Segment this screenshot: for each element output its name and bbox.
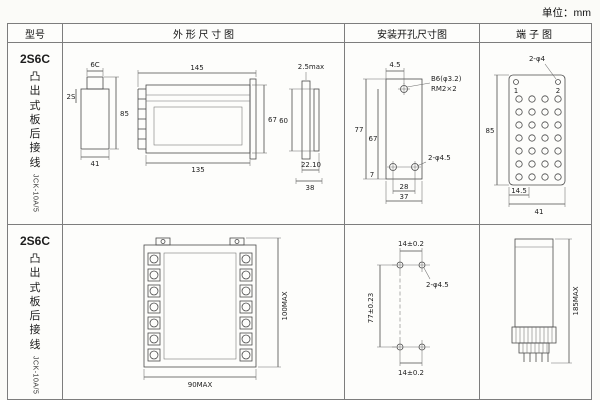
model-description: 凸出式板后接线 xyxy=(29,253,41,351)
cell-row1-terminal: 2-φ4 1 2 85 14.5 41 xyxy=(479,42,592,225)
col-header-outline: 外 形 尺 寸 图 xyxy=(62,23,345,43)
model-code: 2S6C xyxy=(19,52,51,66)
label-bottom-holes: 2-φ4.5 xyxy=(428,154,451,162)
cell-row1-outline: 6C 2S 85 41 xyxy=(62,42,345,225)
case-side-view xyxy=(288,72,322,184)
dim-terminal-height: 85 xyxy=(485,127,494,135)
row2-terminal-drawing: 185MAX xyxy=(511,238,580,364)
hole-layout-view xyxy=(376,248,430,366)
label-hole: B6(φ3.2) xyxy=(431,75,462,83)
dim-main-bottom: 135 xyxy=(191,166,204,174)
dim-case-width: 90MAX xyxy=(187,381,212,389)
dim-terminal-pitch: 14.5 xyxy=(511,187,527,195)
model-code: 2S6C xyxy=(19,234,51,248)
dim-side-left: 60 xyxy=(279,117,288,125)
terminal-block-view xyxy=(493,63,565,207)
dim-side-top: 2.5max xyxy=(297,63,323,71)
panel-cutout-view xyxy=(362,68,430,204)
dim-bottom-offset: 7 xyxy=(369,171,373,179)
dim-height-outer: 77 xyxy=(354,126,363,134)
model-subcode: JCK-10A/5 xyxy=(31,356,39,395)
dim-case-height: 100MAX xyxy=(281,291,289,320)
label-holes: 2-φ4.5 xyxy=(426,281,449,289)
dim-width-outer: 37 xyxy=(399,193,408,201)
dim-front-width: 41 xyxy=(90,160,99,168)
label-mount-holes: 2-φ4 xyxy=(528,55,545,63)
cell-row1-model: 2S6C 凸出式板后接线 JCK-10A/5 xyxy=(7,42,63,225)
dim-height-inner: 67 xyxy=(368,135,377,143)
dim-side-bottom-outer: 38 xyxy=(305,184,314,192)
case-front-view xyxy=(137,70,267,166)
col-header-terminal: 端子图 xyxy=(479,23,592,43)
table-row-2: 2S6C 凸出式板后接线 JCK-10A/5 xyxy=(7,223,592,400)
dim-main-top: 145 xyxy=(190,64,203,72)
row2-install-drawing: 14±0.2 2-φ4.5 77±0.23 14±0.2 xyxy=(367,240,449,377)
model-subcode: JCK-10A/5 xyxy=(31,174,39,213)
plug-profile-view xyxy=(75,68,119,160)
dim-width-inner: 28 xyxy=(399,183,408,191)
table-row-1: 2S6C 凸出式板后接线 JCK-10A/5 xyxy=(7,42,592,225)
dim-overall-height: 185MAX xyxy=(572,286,580,315)
dim-main-right: 67 xyxy=(268,116,277,124)
unit-label: 单位：mm xyxy=(542,7,591,19)
cell-row2-install: 14±0.2 2-φ4.5 77±0.23 14±0.2 xyxy=(344,223,480,400)
row2-outline-drawing: 100MAX 90MAX xyxy=(143,237,289,389)
col-header-model: 型号 xyxy=(7,23,63,43)
dim-top-offset: 4.5 xyxy=(389,61,400,69)
terminal-num-2: 2 xyxy=(555,87,559,95)
cell-row2-outline: 100MAX 90MAX xyxy=(62,223,345,400)
cell-row1-install: 4.5 B6(φ3.2) RM2×2 77 67 7 28 37 2-φ4.5 xyxy=(344,42,480,225)
front-view-with-screws xyxy=(143,237,281,380)
dim-hole-spacing-left: 77±0.23 xyxy=(367,293,375,323)
cell-row2-terminal: 185MAX xyxy=(479,223,592,400)
dim-hole-spacing-top: 14±0.2 xyxy=(398,240,424,248)
dim-terminal-width: 41 xyxy=(534,208,543,216)
cell-row2-model: 2S6C 凸出式板后接线 JCK-10A/5 xyxy=(7,223,63,400)
dim-front-height: 85 xyxy=(120,110,129,118)
dim-front-left: 2S xyxy=(66,93,75,101)
relay-side-view xyxy=(511,238,572,364)
dim-hole-spacing-bottom: 14±0.2 xyxy=(398,369,424,377)
row1-outline-drawing: 6C 2S 85 41 xyxy=(66,61,324,192)
model-description: 凸出式板后接线 xyxy=(29,71,41,169)
col-header-install: 安装开孔尺寸图 xyxy=(344,23,480,43)
dim-front-top: 6C xyxy=(90,61,99,69)
label-thread: RM2×2 xyxy=(431,85,457,93)
dimension-table: 型号 外 形 尺 寸 图 安装开孔尺寸图 端子图 2S6C 凸出式板后接线 JC… xyxy=(7,23,592,400)
header-row: 型号 外 形 尺 寸 图 安装开孔尺寸图 端子图 xyxy=(7,23,592,43)
dim-side-bottom-inner: 22.10 xyxy=(300,161,320,169)
row1-terminal-drawing: 2-φ4 1 2 85 14.5 41 xyxy=(485,55,565,216)
terminal-num-1: 1 xyxy=(513,87,517,95)
row1-install-drawing: 4.5 B6(φ3.2) RM2×2 77 67 7 28 37 2-φ4.5 xyxy=(354,61,462,204)
